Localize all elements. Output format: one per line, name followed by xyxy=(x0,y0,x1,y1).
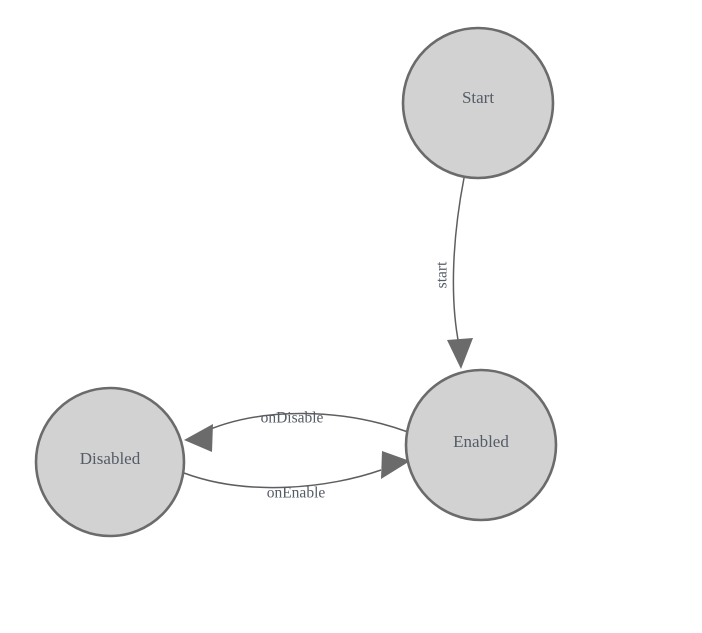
edge-disabled-to-enabled[interactable] xyxy=(183,451,410,489)
edge-label-start: start xyxy=(434,261,451,288)
node-start-circle xyxy=(401,26,555,180)
edge-disabled-to-enabled-arrowhead xyxy=(381,451,410,479)
edge-label-onenable: onEnable xyxy=(267,485,326,502)
node-enabled[interactable]: Enabled xyxy=(404,368,558,522)
edge-start-to-enabled-arrowhead xyxy=(447,338,473,369)
edge-disabled-to-enabled-path xyxy=(183,469,382,489)
node-disabled-label: Disabled xyxy=(80,449,141,468)
edge-enabled-to-disabled[interactable] xyxy=(184,412,409,452)
edge-start-to-enabled-path xyxy=(452,177,465,346)
node-enabled-circle xyxy=(404,368,558,522)
edge-label-ondisable: onDisable xyxy=(261,410,324,427)
node-start[interactable]: Start xyxy=(401,26,555,180)
edge-enabled-to-disabled-arrowhead xyxy=(184,424,213,452)
node-disabled[interactable]: Disabled xyxy=(34,386,186,538)
edge-start-to-enabled[interactable] xyxy=(447,177,473,369)
edge-enabled-to-disabled-path xyxy=(198,412,409,435)
node-disabled-circle xyxy=(34,386,186,538)
node-start-label: Start xyxy=(462,88,494,107)
node-enabled-label: Enabled xyxy=(453,432,509,451)
